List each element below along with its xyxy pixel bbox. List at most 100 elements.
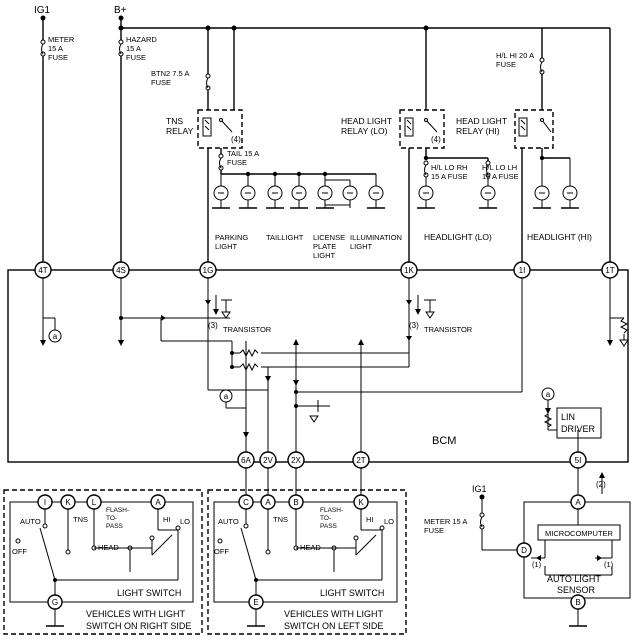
- bcm-terminal-2x: 2X: [287, 451, 305, 469]
- svg-text:B: B: [293, 498, 298, 507]
- svg-text:A: A: [265, 498, 271, 507]
- svg-text:D: D: [521, 546, 527, 555]
- bcm-terminal-4s: 4S: [112, 261, 130, 279]
- svg-text:MICROCOMPUTER: MICROCOMPUTER: [545, 529, 613, 538]
- terminal-g: G: [47, 594, 63, 610]
- svg-text:2T: 2T: [356, 456, 365, 465]
- svg-text:K: K: [65, 498, 71, 507]
- terminal-i: I: [37, 494, 53, 510]
- svg-text:TRANSISTOR: TRANSISTOR: [424, 325, 473, 334]
- headlight-lo-label: HEADLIGHT (LO): [424, 232, 492, 242]
- svg-text:A: A: [155, 498, 161, 507]
- svg-text:(3): (3): [409, 321, 419, 330]
- svg-text:a: a: [224, 392, 229, 401]
- svg-text:FLASH-TO-PASS: FLASH-TO-PASS: [320, 507, 343, 530]
- svg-text:HEAD: HEAD: [98, 543, 119, 552]
- svg-text:G: G: [52, 598, 58, 607]
- headlight-hi-label: HEADLIGHT (HI): [527, 232, 592, 242]
- light-switch-left: C A B K E AUTO OFF TNS HEAD FLASH-TO-PAS…: [207, 468, 407, 635]
- svg-text:6A: 6A: [241, 456, 251, 465]
- bcm-internal: a (3) TRANSISTOR (3) TRANSISTOR: [40, 278, 629, 452]
- svg-text:(4): (4): [431, 135, 441, 144]
- svg-text:LO: LO: [384, 517, 394, 526]
- bcm-terminal-4t: 4T: [34, 261, 52, 279]
- terminal-a: A: [260, 494, 276, 510]
- svg-text:a: a: [546, 390, 551, 399]
- svg-text:I: I: [44, 498, 46, 507]
- svg-text:B: B: [575, 598, 580, 607]
- sensor-terminal-b: B: [570, 594, 586, 610]
- svg-text:HI: HI: [366, 515, 374, 524]
- svg-text:K: K: [358, 498, 364, 507]
- svg-text:HI: HI: [163, 515, 171, 524]
- bcm-box: [7, 269, 629, 463]
- bcm-terminal-2v: 2V: [259, 451, 277, 469]
- light-switch-right: I K L A G AUTO OFF TNS HEAD FLASH-TO-PAS…: [3, 489, 203, 635]
- svg-text:OFF: OFF: [12, 547, 27, 556]
- svg-text:1K: 1K: [404, 266, 414, 275]
- bcm-terminal-1i: 1I: [513, 261, 531, 279]
- bulb-icon: [342, 180, 358, 208]
- svg-text:E: E: [253, 598, 258, 607]
- bcm-terminal-1k: 1K: [400, 261, 418, 279]
- svg-text:LO: LO: [180, 517, 190, 526]
- svg-text:4S: 4S: [116, 266, 126, 275]
- bcm-terminal-1g: 1G: [199, 261, 217, 279]
- terminal-k: K: [60, 494, 76, 510]
- svg-text:TAILLIGHT: TAILLIGHT: [266, 233, 304, 242]
- svg-text:TRANSISTOR: TRANSISTOR: [223, 325, 272, 334]
- bcm-terminal-2t: 2T: [352, 451, 370, 469]
- svg-text:a: a: [53, 332, 58, 341]
- bcm-label: BCM: [432, 435, 456, 447]
- svg-text:HEAD: HEAD: [300, 543, 321, 552]
- auto-light-sensor: (2) A D B MICROCOMPUTER (1) (1) AUTO LIG…: [424, 468, 631, 627]
- svg-text:TNS: TNS: [273, 515, 288, 524]
- terminal-e: E: [248, 594, 264, 610]
- svg-text:IG1: IG1: [472, 484, 487, 494]
- terminal-l: L: [86, 494, 102, 510]
- bcm-terminal-6a: 6A: [237, 451, 255, 469]
- sensor-terminal-d: D: [516, 542, 532, 558]
- supply-ig1: IG1: [34, 5, 51, 270]
- svg-text:AUTO: AUTO: [20, 517, 41, 526]
- svg-text:(3): (3): [208, 321, 218, 330]
- svg-text:4T: 4T: [38, 266, 47, 275]
- svg-text:2V: 2V: [263, 456, 273, 465]
- svg-text:(1): (1): [604, 560, 614, 569]
- svg-text:TNS: TNS: [73, 515, 88, 524]
- svg-text:OFF: OFF: [214, 547, 229, 556]
- bulb-icon: [290, 174, 308, 209]
- sensor-terminal-a: A: [570, 494, 586, 510]
- terminal-a: A: [150, 494, 166, 510]
- bcm-terminal-1t: 1T: [601, 261, 619, 279]
- svg-text:1I: 1I: [519, 266, 526, 275]
- bulb-icon: [367, 174, 385, 209]
- supply-bplus: B+: [114, 5, 543, 270]
- tns-note-4: (4): [231, 135, 241, 144]
